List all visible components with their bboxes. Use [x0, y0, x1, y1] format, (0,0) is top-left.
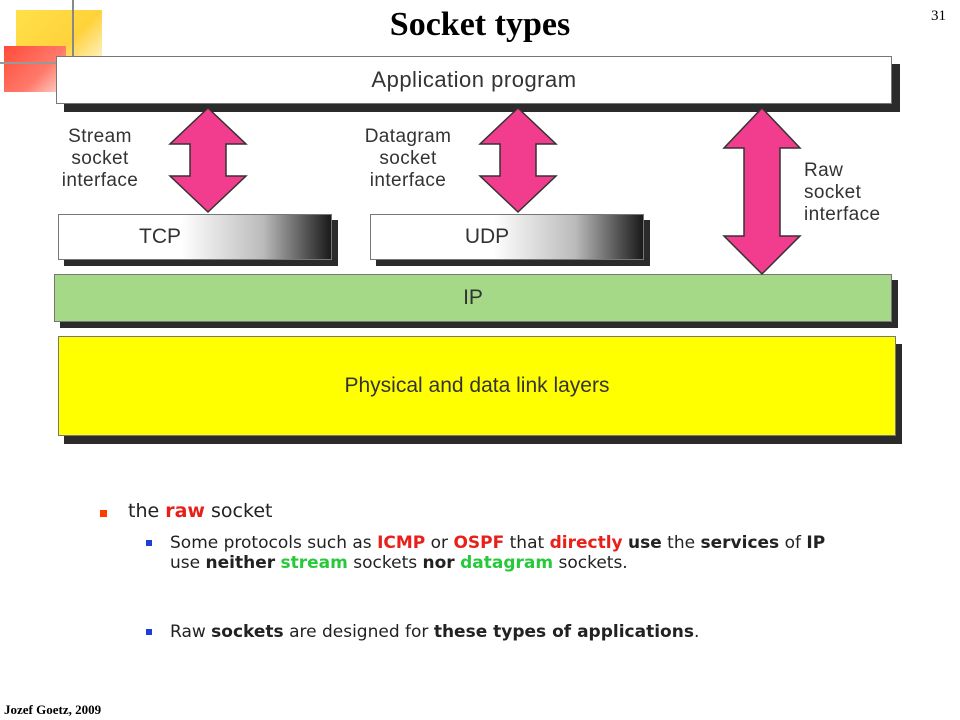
text-run: socket — [204, 500, 273, 522]
stream-socket-interface-label: Stream socket interface — [40, 126, 160, 192]
bold-services: services — [700, 533, 780, 553]
highlight-directly: directly — [549, 533, 623, 553]
text-run: . — [693, 622, 700, 642]
datagram-socket-arrow — [478, 106, 558, 214]
raw-label-line: Raw — [804, 160, 844, 181]
highlight-stream: stream — [280, 553, 348, 573]
corner-decoration-line-horizontal — [0, 62, 80, 64]
highlight-ospf: OSPF — [453, 533, 505, 553]
datagram-label-line: interface — [369, 170, 447, 191]
sub-bullet-text: Raw sockets are designed for these types… — [170, 622, 830, 642]
text-run: use — [170, 553, 206, 573]
datagram-socket-interface-label: Datagram socket interface — [340, 126, 476, 192]
stream-label-line: interface — [61, 170, 139, 191]
stream-socket-arrow — [168, 106, 248, 214]
highlight-raw: raw — [165, 500, 205, 522]
footer-author: Jozef Goetz, 2009 — [4, 702, 102, 717]
application-program-box: Application program — [56, 56, 892, 104]
datagram-label-line: Datagram — [364, 126, 452, 147]
highlight-icmp: ICMP — [377, 533, 426, 553]
stream-label-line: socket — [71, 148, 129, 169]
bold-applications: these types of applications — [433, 622, 694, 642]
raw-label-line: interface — [804, 204, 881, 225]
raw-label-line: socket — [804, 182, 862, 203]
text-run: are designed for — [283, 622, 434, 642]
bold-neither: neither — [205, 553, 276, 573]
text-run: Some protocols such as — [170, 533, 378, 553]
text-run: the — [128, 500, 166, 522]
text-run: Raw — [170, 622, 212, 642]
bullet-text: the raw socket — [128, 500, 272, 522]
udp-box: UDP — [370, 214, 644, 260]
text-run: the — [661, 533, 701, 553]
slide-title: Socket types — [389, 6, 571, 43]
stream-label-line: Stream — [68, 126, 132, 147]
sub-bullet-square-icon — [146, 540, 152, 546]
text-run: sockets. — [553, 553, 628, 573]
physical-data-link-box: Physical and data link layers — [58, 336, 896, 436]
bold-sockets: sockets — [211, 622, 284, 642]
text-run: or — [425, 533, 454, 553]
highlight-datagram: datagram — [460, 553, 554, 573]
sub-bullet-square-icon — [146, 629, 152, 635]
bold-nor: nor — [422, 553, 455, 573]
corner-decoration-red — [4, 46, 66, 92]
raw-socket-arrow — [722, 106, 802, 276]
bullet-square-icon — [100, 510, 107, 517]
text-run: that — [504, 533, 550, 553]
ip-box: IP — [54, 274, 892, 322]
bold-use: use — [628, 533, 662, 553]
raw-socket-interface-label: Raw socket interface — [804, 160, 924, 226]
page-number: 31 — [931, 8, 946, 24]
bold-ip: IP — [806, 533, 826, 553]
text-run: sockets — [347, 553, 423, 573]
text-run: of — [779, 533, 807, 553]
corner-decoration-line — [72, 0, 74, 92]
datagram-label-line: socket — [379, 148, 437, 169]
tcp-box: TCP — [58, 214, 332, 260]
sub-bullet-text: Some protocols such as ICMP or OSPF that… — [170, 533, 830, 573]
